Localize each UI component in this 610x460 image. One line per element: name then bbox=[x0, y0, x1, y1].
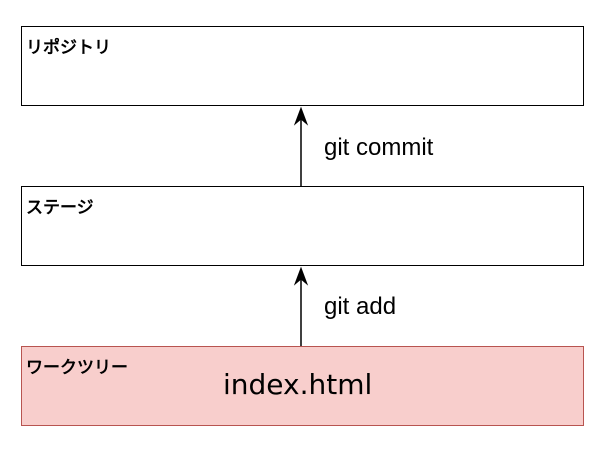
commit-arrow bbox=[293, 106, 309, 186]
working-tree-title: ワークツリー bbox=[26, 358, 128, 378]
add-arrow bbox=[293, 266, 309, 346]
file-label: index.html bbox=[223, 368, 373, 401]
stage-box: ステージ bbox=[21, 186, 584, 266]
git-commit-label: git commit bbox=[324, 134, 434, 161]
repository-title: リポジトリ bbox=[26, 38, 111, 58]
repository-box: リポジトリ bbox=[21, 26, 584, 106]
stage-title: ステージ bbox=[26, 198, 94, 218]
git-add-label: git add bbox=[324, 293, 397, 320]
working-tree-box: ワークツリー index.html bbox=[21, 346, 584, 426]
